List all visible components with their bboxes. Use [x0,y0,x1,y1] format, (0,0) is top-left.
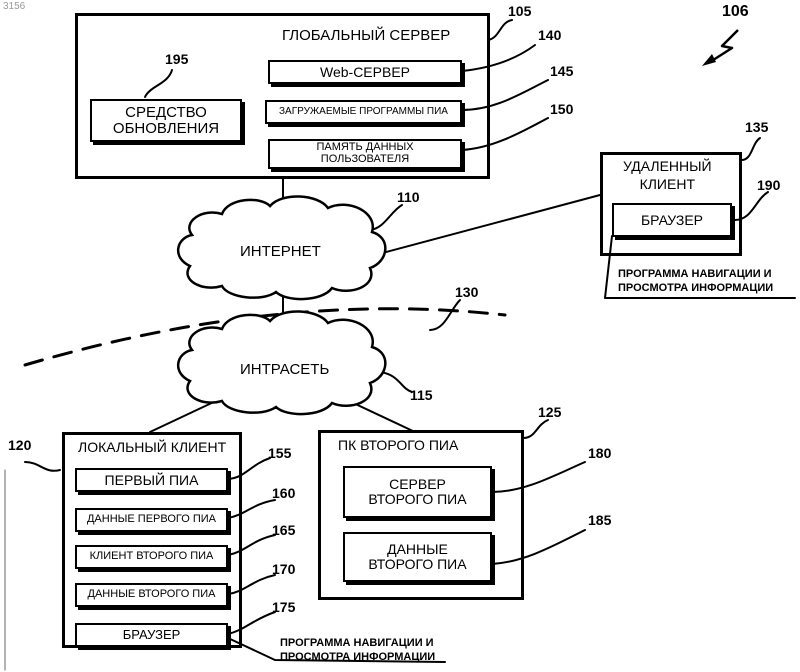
ref-170: 170 [272,562,295,576]
ref-190: 190 [757,178,780,192]
pia-programs-box: ЗАГРУЖАЕМЫЕ ПРОГРАММЫ ПИА [265,100,462,124]
local-item-second-pia-data: ДАННЫЕ ВТОРОГО ПИА [75,583,228,607]
leader-115 [380,372,412,392]
second-pia-data-box: ДАННЫЕ ВТОРОГО ПИА [343,532,492,582]
ref-130: 130 [455,285,478,299]
local-client-title: ЛОКАЛЬНЫЙ КЛИЕНТ [78,440,226,454]
ref-160: 160 [272,486,295,500]
figure-arrowhead [702,54,716,66]
pia-programs-label: ЗАГРУЖАЕМЫЕ ПРОГРАММЫ ПИА [279,107,448,118]
remote-client-title: УДАЛЕННЫЙ КЛИЕНТ [623,158,712,193]
second-pia-server-box: СЕРВЕР ВТОРОГО ПИА [343,466,492,518]
local-item-label: ПЕРВЫЙ ПИА [105,473,199,488]
ref-110: 110 [397,190,420,204]
web-server-label: Web-СЕРВЕР [320,65,410,80]
ref-195: 195 [165,52,188,66]
second-pia-data-label: ДАННЫЕ ВТОРОГО ПИА [368,542,466,571]
ref-120: 120 [8,438,31,452]
figure-arrow-icon [710,30,738,62]
remote-browser-box: БРАУЗЕР [612,203,732,237]
ref-155: 155 [268,446,291,460]
local-item-label: ДАННЫЕ ВТОРОГО ПИА [88,589,216,601]
remote-browser-note: ПРОГРАММА НАВИГАЦИИ И ПРОСМОТРА ИНФОРМАЦ… [618,268,773,296]
ref-180: 180 [588,446,611,460]
user-data-label: ПАМЯТЬ ДАННЫХ ПОЛЬЗОВАТЕЛЯ [316,142,413,165]
leader-135 [742,138,760,160]
local-item-second-pia-client: КЛИЕНТ ВТОРОГО ПИА [75,545,228,569]
user-data-box: ПАМЯТЬ ДАННЫХ ПОЛЬЗОВАТЕЛЯ [268,139,462,169]
local-item-browser: БРАУЗЕР [75,623,228,647]
second-pc-title: ПК ВТОРОГО ПИА [338,438,458,452]
internet-label: ИНТЕРНЕТ [240,244,321,259]
document-id: 3156 [3,2,25,12]
web-server-box: Web-СЕРВЕР [268,60,462,84]
ref-150: 150 [550,102,573,116]
update-tool-label: СРЕДСТВО ОБНОВЛЕНИЯ [113,105,219,137]
ref-106: 106 [722,4,749,20]
local-browser-note: ПРОГРАММА НАВИГАЦИИ И ПРОСМОТРА ИНФОРМАЦ… [280,637,435,665]
local-item-label: КЛИЕНТ ВТОРОГО ПИА [90,551,214,563]
leader-110 [370,205,402,230]
update-tool-box: СРЕДСТВО ОБНОВЛЕНИЯ [90,99,242,142]
ref-185: 185 [588,513,611,527]
local-item-label: БРАУЗЕР [123,628,181,642]
global-server-title: ГЛОБАЛЬНЫЙ СЕРВЕР [282,28,450,43]
ref-115: 115 [410,388,433,402]
ref-125: 125 [538,405,561,419]
ref-135: 135 [745,120,768,134]
second-pia-server-label: СЕРВЕР ВТОРОГО ПИА [368,477,466,506]
remote-browser-label: БРАУЗЕР [641,213,703,228]
leader-125 [523,420,548,438]
leader-130 [430,300,460,330]
ref-145: 145 [550,64,573,78]
leader-120 [25,462,60,471]
leader-105 [488,20,512,40]
intranet-label: ИНТРАСЕТЬ [240,362,329,377]
ref-105: 105 [508,4,531,18]
ref-140: 140 [538,28,561,42]
ref-175: 175 [272,600,295,614]
local-item-first-pia: ПЕРВЫЙ ПИА [75,468,228,492]
local-item-first-pia-data: ДАННЫЕ ПЕРВОГО ПИА [75,508,228,532]
local-item-label: ДАННЫЕ ПЕРВОГО ПИА [87,514,216,526]
ref-165: 165 [272,523,295,537]
local-client-box [62,432,242,648]
